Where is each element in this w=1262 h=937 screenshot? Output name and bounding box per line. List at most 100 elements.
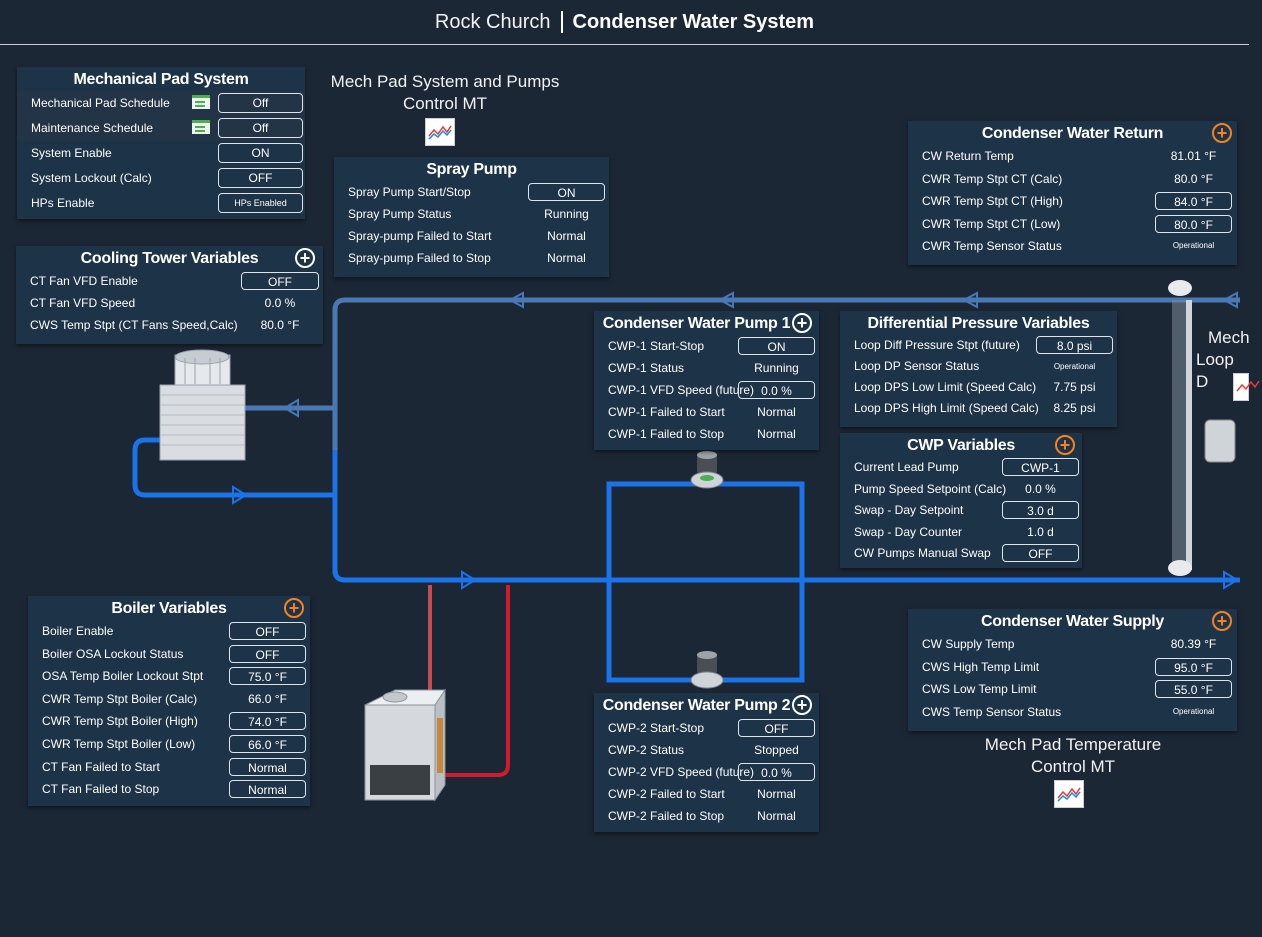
mech-loop-caption[interactable]: Mech Loop D xyxy=(1196,327,1250,393)
cwr-stpt-boiler-high-value[interactable]: 74.0 °F xyxy=(229,712,306,731)
cooling-tower-icon xyxy=(159,349,246,461)
add-circle-icon[interactable]: + xyxy=(1212,611,1232,631)
cwr-stpt-high-row: CWR Temp Stpt CT (High) 84.0 °F xyxy=(908,190,1237,213)
add-circle-icon[interactable]: + xyxy=(1212,123,1232,143)
loop-dp-stpt-row: Loop Diff Pressure Stpt (future) 8.0 psi xyxy=(840,335,1117,356)
trend-chart-icon[interactable] xyxy=(425,118,455,146)
loop-dp-stpt-value[interactable]: 8.0 psi xyxy=(1036,336,1113,354)
spray-pump-start-stop-label: Spray Pump Start/Stop xyxy=(348,185,471,199)
ct-fan-vfd-speed-label: CT Fan VFD Speed xyxy=(30,296,136,310)
spray-pump-start-stop-value[interactable]: ON xyxy=(528,183,605,201)
cwp1-fail-stop-value: Normal xyxy=(757,427,796,441)
trend-chart-icon[interactable] xyxy=(1233,373,1260,401)
swap-day-counter-value: 1.0 d xyxy=(1027,524,1054,539)
add-circle-icon[interactable]: + xyxy=(1055,435,1075,455)
schedule-icon[interactable] xyxy=(192,120,210,134)
add-circle-icon[interactable]: + xyxy=(792,695,812,715)
ct-fan-fail-stop-row: CT Fan Failed to Stop Normal xyxy=(28,778,310,801)
cwp2-fail-start-row: CWP-2 Failed to Start Normal xyxy=(594,783,819,805)
cwp2-start-stop-value[interactable]: OFF xyxy=(738,719,815,737)
cwp1-vfd-speed-value[interactable]: 0.0 % xyxy=(738,381,815,399)
ct-fan-fail-start-value[interactable]: Normal xyxy=(229,757,306,776)
schedule-icon[interactable] xyxy=(192,95,210,109)
boiler-title: Boiler Variables xyxy=(111,600,227,617)
cwp2-fail-stop-label: CWP-2 Failed to Stop xyxy=(608,809,725,823)
maintenance-schedule-value[interactable]: Off xyxy=(218,118,303,138)
cw-supply-panel: Condenser Water Supply + CW Supply Temp … xyxy=(908,609,1237,731)
cwp1-vfd-speed-label: CWP-1 VFD Speed (future) xyxy=(608,383,755,397)
mechanical-pad-panel: Mechanical Pad System Mechanical Pad Sch… xyxy=(17,67,305,219)
swap-day-stpt-value[interactable]: 3.0 d xyxy=(1002,501,1079,519)
page-title: Condenser Water System xyxy=(572,10,815,33)
cws-low-limit-value[interactable]: 55.0 °F xyxy=(1155,680,1232,698)
cwp2-vfd-speed-row: CWP-2 VFD Speed (future) 0.0 % xyxy=(594,761,819,783)
cwp2-fail-start-value: Normal xyxy=(757,787,796,801)
osa-lockout-stpt-value[interactable]: 75.0 °F xyxy=(229,667,306,686)
caption-line: Mech xyxy=(1208,328,1250,347)
current-lead-pump-value[interactable]: CWP-1 xyxy=(1002,458,1079,476)
add-circle-icon[interactable]: + xyxy=(295,248,315,268)
maintenance-schedule-label: Maintenance Schedule xyxy=(31,121,154,135)
mech-temp-control-caption[interactable]: Mech Pad Temperature Control MT xyxy=(958,734,1188,778)
boiler-enable-row: Boiler Enable OFF xyxy=(28,620,310,643)
boiler-enable-value[interactable]: OFF xyxy=(229,622,306,640)
cwp1-vfd-speed-row: CWP-1 VFD Speed (future) 0.0 % xyxy=(594,379,819,401)
cws-sensor-status-value: Operational xyxy=(1172,706,1215,716)
caption-line: Mech Pad Temperature xyxy=(984,735,1162,754)
mech-pad-schedule-label: Mechanical Pad Schedule xyxy=(31,96,170,110)
cwp2-fail-stop-row: CWP-2 Failed to Stop Normal xyxy=(594,805,819,827)
trend-chart-icon[interactable] xyxy=(1054,780,1084,808)
hps-enable-value[interactable]: HPs Enabled xyxy=(218,193,303,213)
loop-dps-low-row: Loop DPS Low Limit (Speed Calc) 7.75 psi xyxy=(840,377,1117,398)
ct-fan-fail-stop-label: CT Fan Failed to Stop xyxy=(42,782,160,797)
system-enable-value[interactable]: ON xyxy=(218,143,303,163)
cwp2-status-value: Stopped xyxy=(754,743,799,757)
cwr-stpt-calc-value: 80.0 °F xyxy=(1174,171,1213,186)
cws-high-limit-label: CWS High Temp Limit xyxy=(922,659,1040,674)
maintenance-schedule-row: Maintenance Schedule Off xyxy=(17,116,305,141)
spray-pump-status-row: Spray Pump Status Running xyxy=(334,203,609,225)
boiler-osa-lockout-label: Boiler OSA Lockout Status xyxy=(42,646,184,661)
cwr-stpt-high-value[interactable]: 84.0 °F xyxy=(1155,192,1232,210)
pump-speed-stpt-label: Pump Speed Setpoint (Calc) xyxy=(854,481,1007,496)
pump-speed-stpt-row: Pump Speed Setpoint (Calc) 0.0 % xyxy=(840,479,1082,501)
spray-pump-title: Spray Pump xyxy=(426,161,517,178)
cwp1-start-stop-value[interactable]: ON xyxy=(738,337,815,355)
ct-fan-vfd-speed-value: 0.0 % xyxy=(264,296,296,310)
manual-swap-value[interactable]: OFF xyxy=(1002,544,1079,562)
spray-pump-fail-stop-row: Spray-pump Failed to Stop Normal xyxy=(334,247,609,269)
system-lockout-value[interactable]: OFF xyxy=(218,168,303,188)
mech-pad-control-caption[interactable]: Mech Pad System and Pumps Control MT xyxy=(315,71,575,115)
boiler-panel: Boiler Variables + Boiler Enable OFF Boi… xyxy=(28,596,310,806)
pump-1-icon xyxy=(690,451,724,489)
cwp2-start-stop-label: CWP-2 Start-Stop xyxy=(608,721,705,735)
cw-supply-temp-label: CW Supply Temp xyxy=(922,637,1015,651)
add-circle-icon[interactable]: + xyxy=(792,313,812,333)
cws-high-limit-value[interactable]: 95.0 °F xyxy=(1155,657,1232,676)
cw-return-temp-row: CW Return Temp 81.01 °F xyxy=(908,145,1237,168)
cwp2-fail-stop-value: Normal xyxy=(757,809,796,823)
ct-fan-vfd-enable-label: CT Fan VFD Enable xyxy=(30,274,138,288)
hps-enable-row: HPs Enable HPs Enabled xyxy=(17,191,305,216)
ct-fan-vfd-enable-value[interactable]: OFF xyxy=(241,272,319,290)
cws-temp-stpt-row: CWS Temp Stpt (CT Fans Speed,Calc) 80.0 … xyxy=(16,314,323,336)
cwr-stpt-boiler-low-value[interactable]: 66.0 °F xyxy=(229,734,306,753)
cwr-stpt-low-value[interactable]: 80.0 °F xyxy=(1155,214,1232,233)
add-circle-icon[interactable]: + xyxy=(284,598,304,618)
cwp1-title: Condenser Water Pump 1 xyxy=(602,315,791,332)
cwp2-vfd-speed-value[interactable]: 0.0 % xyxy=(738,763,815,781)
boiler-osa-lockout-value[interactable]: OFF xyxy=(229,644,306,663)
cwp1-start-stop-row: CWP-1 Start-Stop ON xyxy=(594,335,819,357)
spray-pump-fail-stop-label: Spray-pump Failed to Stop xyxy=(348,251,491,265)
spray-pump-start-stop-row: Spray Pump Start/Stop ON xyxy=(334,181,609,203)
swap-day-stpt-label: Swap - Day Setpoint xyxy=(854,503,964,517)
ct-fan-fail-stop-value[interactable]: Normal xyxy=(229,780,306,799)
cwp1-panel: Condenser Water Pump 1 + CWP-1 Start-Sto… xyxy=(594,311,819,450)
loop-dp-sensor-row: Loop DP Sensor Status Operational xyxy=(840,356,1117,377)
mech-pad-schedule-value[interactable]: Off xyxy=(218,93,303,113)
system-lockout-label: System Lockout (Calc) xyxy=(31,171,152,185)
ct-fan-vfd-speed-row: CT Fan VFD Speed 0.0 % xyxy=(16,292,323,314)
cwr-sensor-status-row: CWR Temp Sensor Status Operational xyxy=(908,235,1237,258)
pump-speed-stpt-value: 0.0 % xyxy=(1025,481,1056,496)
diff-pressure-title: Differential Pressure Variables xyxy=(867,315,1090,332)
